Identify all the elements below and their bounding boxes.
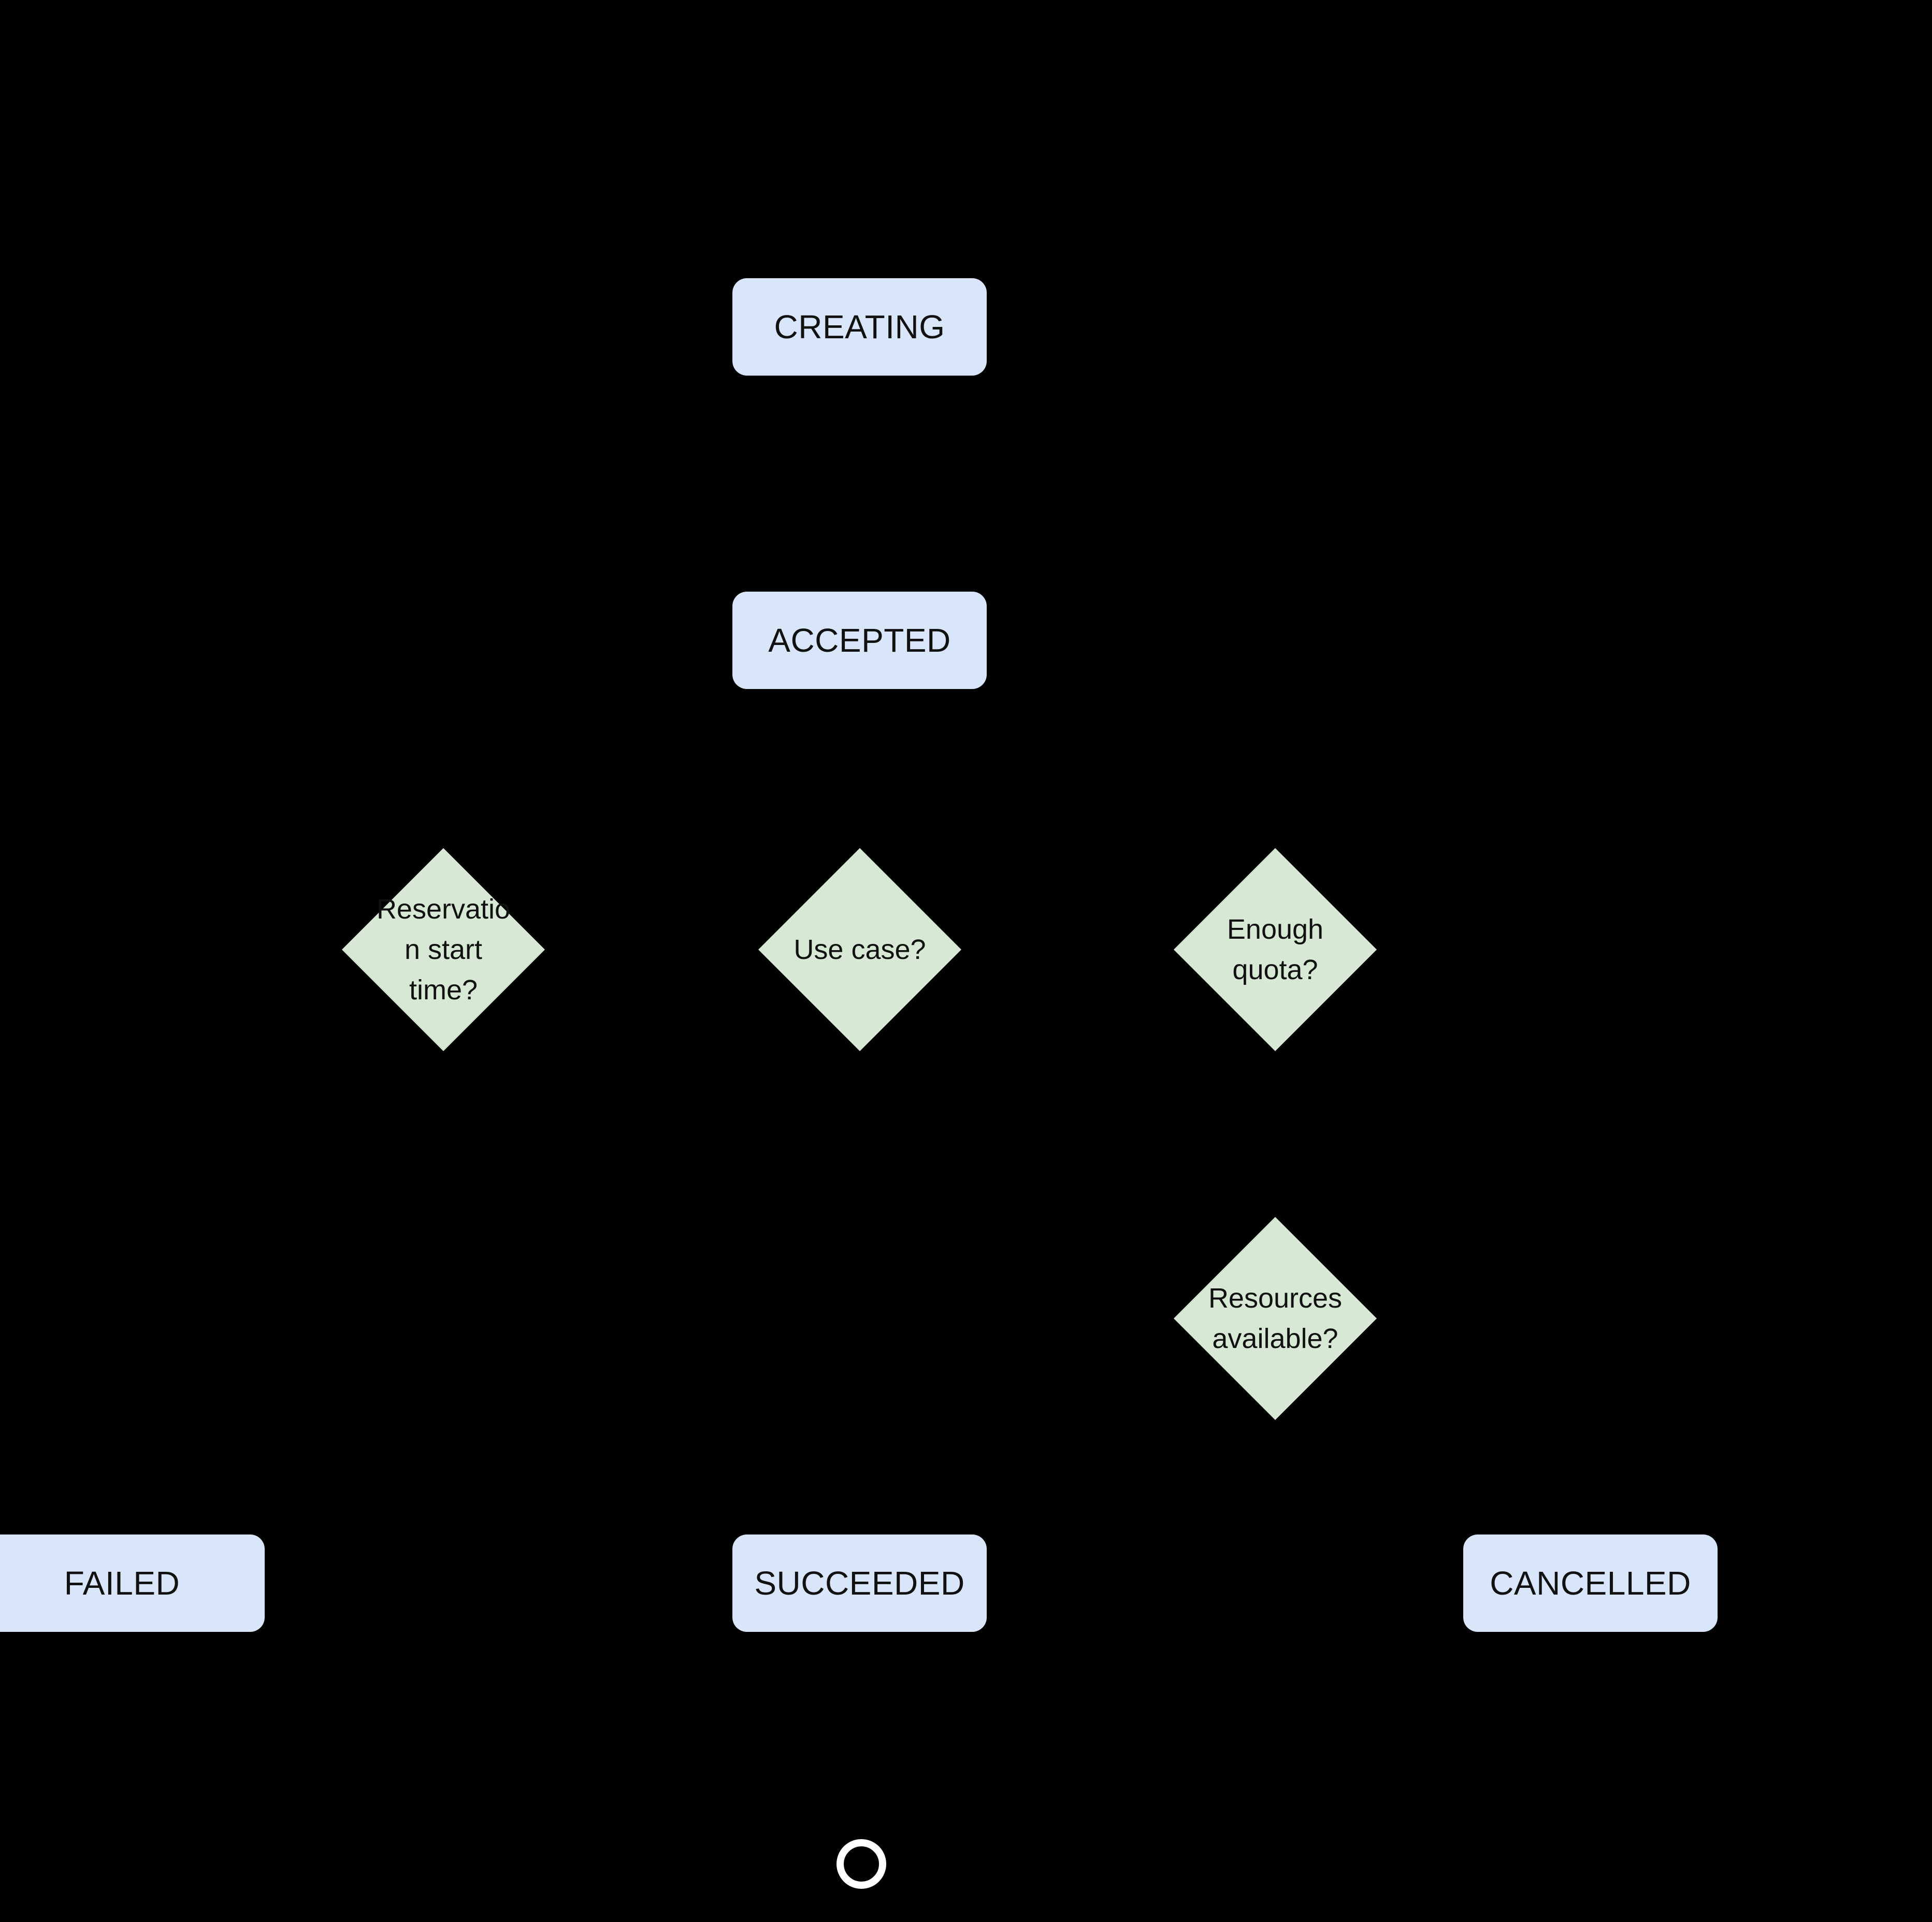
edge-reservation-to-failed	[265, 1051, 445, 1549]
state-node-creating[interactable]: CREATING	[732, 278, 987, 376]
edge-accepted-to-enough-quota	[987, 638, 1290, 848]
decision-node-reservation-start-time[interactable]: Reservation start time?	[342, 848, 545, 1051]
diamond-icon	[1174, 1217, 1377, 1420]
state-node-accepted[interactable]: ACCEPTED	[732, 592, 987, 689]
diamond-icon	[342, 848, 545, 1051]
diamond-icon	[758, 848, 961, 1051]
diamond-icon	[1174, 848, 1377, 1051]
state-node-cancelled[interactable]: CANCELLED	[1463, 1534, 1718, 1632]
decision-label: Use case?	[794, 934, 926, 965]
edge-resources-to-cancelled	[1273, 1420, 1463, 1598]
edge-accepted-to-reservation	[429, 638, 732, 848]
terminal-end-node-icon	[837, 1839, 886, 1889]
decision-label: Reservation start time?	[376, 893, 511, 1006]
state-node-succeeded[interactable]: SUCCEEDED	[732, 1534, 987, 1632]
decision-node-use-case[interactable]: Use case?	[758, 848, 961, 1051]
decision-node-resources-available[interactable]: Resources available?	[1174, 1217, 1377, 1420]
edge-cancelled-to-end	[886, 1632, 1592, 1878]
edge-failed-to-end	[120, 1632, 837, 1878]
decision-label: Resources available?	[1208, 1282, 1343, 1354]
decision-label: Enough quota?	[1227, 913, 1324, 985]
state-node-failed[interactable]: FAILED	[0, 1534, 265, 1632]
decision-node-enough-quota[interactable]: Enough quota?	[1174, 848, 1377, 1051]
